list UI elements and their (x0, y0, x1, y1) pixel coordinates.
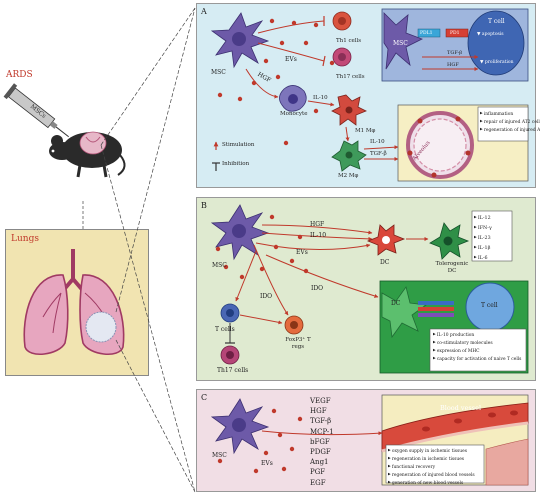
inset-pd1-label: PD1 (450, 31, 460, 36)
panel-a-effect: repair of injured AT2 cells (480, 118, 540, 126)
legend-stimulation: Stimulation (222, 142, 255, 148)
panel-c-evs-label: EVs (261, 460, 273, 467)
msc-cell-icon (210, 398, 270, 455)
panel-b-letter: B (201, 201, 207, 210)
panel-a-evs-label: EVs (285, 56, 297, 63)
lungs-label: Lungs (11, 234, 39, 244)
panel-a-effect: regeneration of injured AT2 cells (480, 126, 540, 134)
mouse-illustration (3, 83, 126, 178)
panel-b-evs-label: EVs (296, 249, 308, 256)
th17-b-label: Th17 cells (217, 367, 249, 374)
ido-left-label: IDO (260, 293, 273, 300)
legend-icons (212, 141, 220, 171)
growth-factor: MCP-1 (310, 427, 334, 436)
m2-label: M2 Mφ (338, 173, 359, 179)
panel-a-effects-list: inflammation repair of injured AT2 cells… (480, 110, 540, 134)
panel-c-effects-list: oxygen supply in ischemic tissues regene… (388, 447, 484, 487)
panel-c-effect: oxygen supply in ischemic tissues (388, 447, 484, 455)
cytokine-item: IL-23 (474, 233, 510, 243)
il10-top-label: IL-10 (313, 95, 328, 101)
monocyte-icon (279, 85, 307, 112)
tolerogenic-dc-label: Tolerogenic DC (435, 261, 469, 274)
panel-c-effect: functional recovery (388, 463, 484, 471)
panel-b-il10-label: IL-10 (310, 232, 327, 239)
inset-dc-label: DC (391, 300, 401, 307)
treg-cell-icon (284, 315, 304, 335)
cytokine-item: IL-1β (474, 243, 510, 253)
tolerogenic-dc-icon (429, 222, 470, 260)
panel-a-diagram (210, 8, 529, 182)
growth-factor: EGF (310, 478, 326, 487)
tcells-label: T cells (215, 326, 235, 333)
panel-c-letter: C (201, 393, 208, 402)
growth-factor: PDGF (310, 448, 331, 457)
growth-factor: bFGF (310, 437, 330, 446)
th1-label: Th1 cells (336, 38, 362, 44)
inset-tgf-label: TGF-β (447, 50, 463, 56)
panel-b-hgf-label: HGF (310, 221, 325, 228)
ards-label: ARDS (6, 70, 33, 80)
dc-label: DC (380, 259, 390, 266)
panel-c-msc-label: MSC (212, 452, 227, 459)
th17-cell-icon (220, 345, 240, 365)
lungs-illustration (23, 249, 125, 355)
m1-macrophage-icon (331, 94, 367, 126)
inset-msc-label: MSC (393, 40, 408, 47)
inset-tcell-b-label: T cell (481, 302, 498, 309)
tgf-label: TGF-β (370, 151, 387, 157)
inset-pdl1-label: PDL1 (420, 31, 433, 36)
m2-macrophage-icon (331, 140, 367, 172)
panel-b-effect: capacity for activation of naive T cells (433, 355, 527, 363)
panel-b-effect: expression of MHC (433, 347, 527, 355)
inset-tcell-label: T cell (488, 18, 505, 25)
panel-b-msc-label: MSC (212, 262, 227, 269)
panel-b-effects-list: IL-10 production co-stimulatory molecule… (433, 331, 527, 363)
panel-c-effect: regeneration of injured blood vessels (388, 471, 484, 479)
panel-c-effect: generation of new blood vessels (388, 479, 484, 487)
syringe-icon (3, 83, 69, 138)
growth-factor: PGF (310, 468, 326, 477)
treg-label: FoxP3⁺ T regs (285, 337, 311, 350)
th17-label: Th17 cells (336, 74, 365, 80)
monocyte-label: Monocyte (280, 111, 308, 117)
panel-b-effect: IL-10 production (433, 331, 527, 339)
ido-right-label: IDO (311, 285, 324, 292)
panel-a-effect: inflammation (480, 110, 528, 118)
cytokine-item: IL-6 (474, 253, 510, 263)
panel-a-msc-label: MSC (211, 69, 226, 76)
msc-cell-icon (210, 12, 270, 69)
msc-cell-icon (210, 204, 270, 261)
legend-inhibition: Inhibition (222, 161, 250, 167)
growth-factor-list: VEGF HGF TGF-β MCP-1 bFGF PDGF Ang1 PGF … (310, 396, 360, 488)
growth-factor: HGF (310, 407, 327, 416)
growth-factor: TGF-β (310, 417, 332, 426)
inset-proliferation-label: ▼ proliferation (480, 60, 514, 65)
inset-hgf-label: HGF (447, 62, 459, 68)
il10-bottom-label: IL-10 (370, 139, 385, 145)
panel-b-effect: co-stimulatory molecules (433, 339, 527, 347)
tcells-icon (220, 303, 240, 323)
inset-apoptosis-label: ▼ apoptosis (477, 32, 504, 37)
panel-a-letter: A (201, 7, 207, 16)
blood-vessel-label: Blood vessel (440, 404, 482, 412)
cytokine-item: IFN-γ (474, 223, 510, 233)
growth-factor: Ang1 (310, 458, 329, 467)
dc-cell-icon (366, 224, 406, 256)
cytokine-list: IL-12 IFN-γ IL-23 IL-1β IL-6 (474, 213, 510, 263)
m1-label: M1 Mφ (355, 128, 376, 134)
cytokine-item: IL-12 (474, 213, 510, 223)
growth-factor: VEGF (310, 397, 331, 405)
panel-c-effect: regeneration in ischemic tissues (388, 455, 484, 463)
